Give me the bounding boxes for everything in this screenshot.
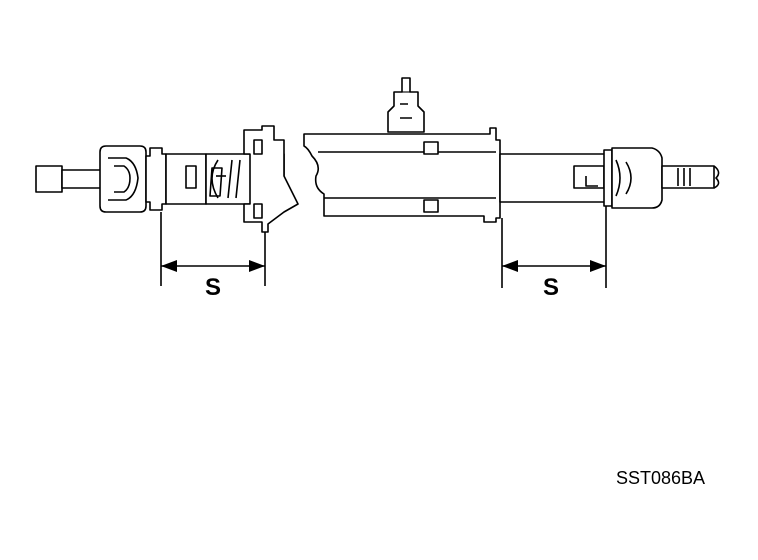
- spline-break: [713, 165, 720, 189]
- left-shaft-assembly: [35, 125, 299, 233]
- bracket-detail: [400, 103, 412, 119]
- shaft-slot: [573, 165, 605, 189]
- housing-slot-bottom: [253, 203, 263, 219]
- left-housing-flange: [243, 125, 299, 233]
- left-stub-shaft: [61, 169, 103, 189]
- left-tube-slot: [185, 165, 197, 189]
- dim-right-arrow-a: [502, 260, 518, 272]
- sleeve-hatch: [227, 159, 241, 199]
- dim-left-arrow-b: [249, 260, 265, 272]
- top-bracket: [387, 77, 425, 133]
- spline-lines: [677, 168, 691, 186]
- dimension-right: [501, 206, 607, 288]
- sleeve-insert: [209, 167, 223, 197]
- right-shaft-assembly: [303, 77, 720, 223]
- end-spline-shaft: [661, 165, 715, 189]
- tube-slot-bottom: [423, 199, 439, 213]
- dimension-label-right: S: [543, 274, 560, 301]
- left-yoke: [99, 145, 147, 213]
- housing-curves: [615, 159, 632, 197]
- left-collar: [145, 147, 167, 211]
- right-end-housing: [611, 147, 663, 209]
- left-end-stub: [35, 165, 63, 193]
- dim-right-arrow-b: [590, 260, 606, 272]
- housing-slot-top: [253, 139, 263, 155]
- figure-code: SST086BA: [616, 468, 706, 488]
- dim-left-arrow-a: [161, 260, 177, 272]
- shaft-flange-ring: [603, 149, 613, 207]
- yoke-inner-arc-2: [114, 165, 131, 193]
- dimension-left: [160, 212, 266, 286]
- dimension-label-left: S: [205, 274, 222, 301]
- column-tube: [303, 127, 501, 223]
- tube-slot-top: [423, 141, 439, 155]
- yoke-inner-arc: [108, 157, 139, 201]
- slot-mark: [585, 176, 598, 187]
